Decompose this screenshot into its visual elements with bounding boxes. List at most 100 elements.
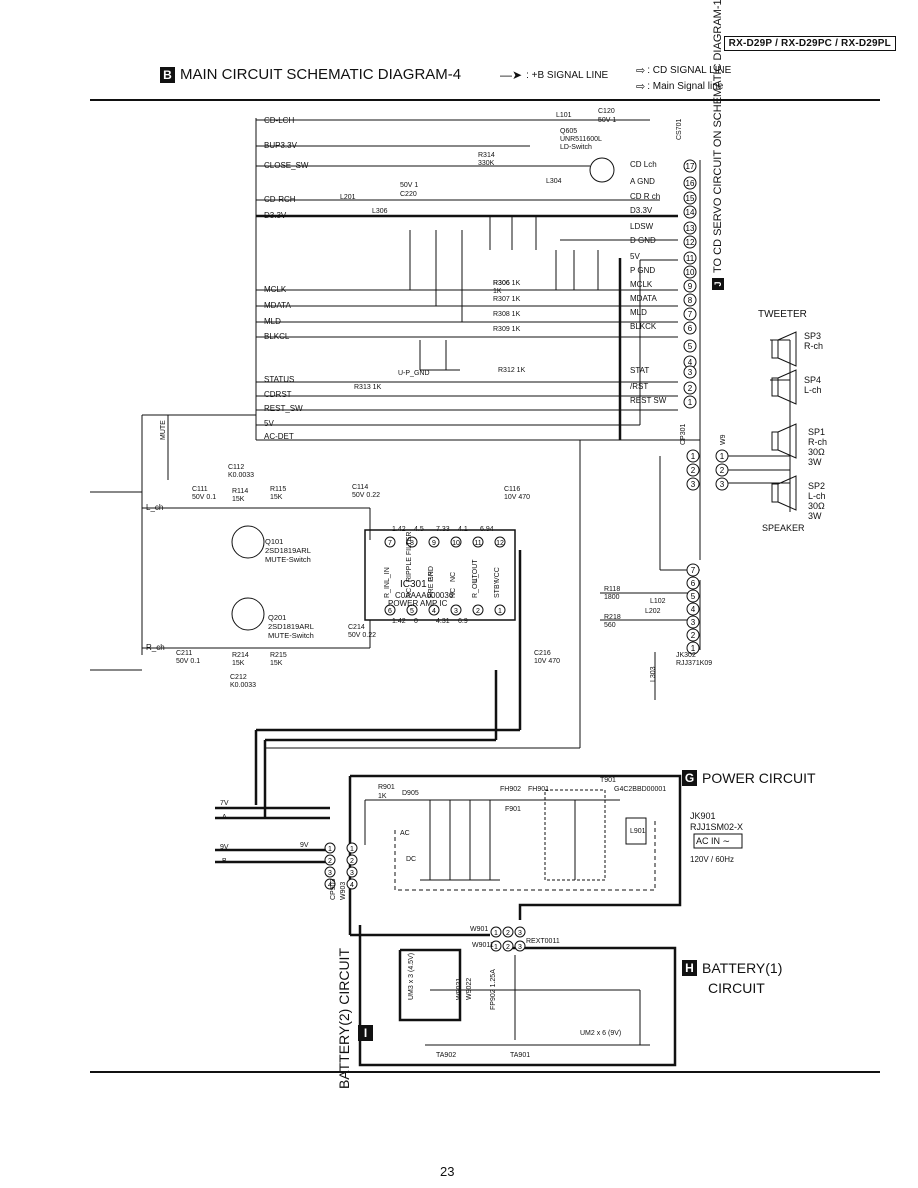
cd-pin-6 (683, 321, 697, 335)
cd-pin-10-number: 10 (686, 268, 695, 277)
c214-label-1: 50V 0.22 (348, 632, 377, 639)
ac-in-label: AC IN ∼ (696, 836, 731, 846)
cd-pin-11-number: 11 (686, 254, 695, 263)
ic301-pin-5-number: 5 (410, 608, 414, 615)
r306-label-1: 1K (493, 288, 502, 295)
ic301-pin-1 (494, 604, 506, 616)
diagram-title: B MAIN CIRCUIT SCHEMATIC DIAGRAM-4 (160, 66, 461, 83)
sp4-label-0: SP4 (804, 375, 822, 385)
r309-text: R309 1K (493, 326, 521, 333)
ic301-pin-10-number: 10 (452, 540, 460, 547)
cd-pin-3 (683, 365, 697, 379)
c212-label-0: C212 (230, 674, 247, 681)
rail-9v-label: 9V (220, 844, 229, 851)
w903-pin-4-number: 4 (350, 882, 354, 889)
legend-cd-signal: ⇨ : CD SIGNAL LINE (636, 65, 732, 77)
cd-pin-8-number: 8 (688, 296, 693, 305)
t901-part-label: G4C2BBD00001 (614, 786, 667, 793)
c112-label-1: K0.0033 (228, 472, 255, 479)
c211-label-0: C211 (176, 650, 193, 657)
sp4-label-1: L-ch (804, 385, 822, 395)
cd-pin-9-number: 9 (688, 282, 693, 291)
jk901-label-0: JK901 (690, 811, 716, 821)
w903-pin-2 (346, 854, 358, 866)
cd-pin-label-16: A GND (630, 177, 655, 186)
r115-label-1: 15K (270, 494, 283, 501)
net-label-10: CDRST (264, 390, 292, 399)
legend-plus-b: —➤ : +B SIGNAL LINE (500, 68, 609, 82)
cd-pin-14-number: 14 (686, 208, 695, 217)
cd-pin-6-number: 6 (688, 324, 693, 333)
w9011-pin-1-number: 1 (494, 944, 498, 951)
l201-label: L201 (340, 194, 356, 201)
ic301-pin-2-number: 2 (476, 608, 480, 615)
ic301-pin-12 (494, 536, 506, 548)
sp1-label-3: 3W (808, 457, 822, 467)
net-label-1: BUP3.3V (264, 141, 297, 150)
section-badge-j: J (712, 278, 724, 290)
r218-label-0: R218 (604, 614, 621, 621)
cp903-pin-2-number: 2 (328, 858, 332, 865)
r306-text: R306 1K (493, 280, 521, 287)
w9022-label: W9022 (466, 977, 473, 1000)
r114-label-1: 15K (232, 496, 245, 503)
cd-pin-16-number: 16 (686, 179, 695, 188)
rext-label: REXT0011 (526, 938, 560, 945)
cd-pin-15-number: 15 (686, 194, 695, 203)
d905-label: D905 (402, 790, 419, 797)
c120-label-0: C120 (598, 108, 615, 115)
c220-label-0: 50V 1 (400, 182, 419, 189)
cd-servo-target-label: J TO CD SERVO CIRCUIT ON SCHEMATIC DIAGR… (712, 0, 724, 290)
ic301-pin-8 (406, 536, 418, 548)
lch-label: L_ch (146, 503, 164, 512)
speaker-wiring (600, 331, 797, 700)
r901-label-1: 1K (378, 793, 387, 800)
q605-label-1: UNR511600L (560, 136, 602, 143)
cp301-pin-1-number: 1 (691, 452, 696, 461)
l901-label: L901 (630, 828, 646, 835)
c112-label-0: C112 (228, 464, 245, 471)
cd-pin-8 (683, 293, 697, 307)
w901-pin-1 (490, 926, 502, 938)
w903-pin-2-number: 2 (350, 858, 354, 865)
sp1-label-0: SP1 (808, 427, 826, 437)
mute-label: MUTE (160, 420, 167, 440)
power-frame (215, 774, 682, 1067)
w9-pin-1 (715, 449, 729, 463)
r312-text: R312 1K (498, 367, 526, 374)
sp2-label-2: 30Ω (808, 501, 825, 511)
battery2-title: BATTERY(2) CIRCUIT (336, 948, 352, 1090)
ic-v-top-4: 6.94 (480, 526, 494, 533)
w903-pin-1-number: 1 (350, 846, 354, 853)
rail-a-label: A (222, 814, 227, 821)
cd-pin-label-10: P GND (630, 266, 656, 275)
cd-pin-17 (683, 159, 697, 173)
r306-label-0: R306 (493, 280, 510, 287)
q101-label-1: 2SD1819ARL (265, 546, 311, 555)
jk302-pin-2 (686, 628, 700, 642)
w903-pin-3 (346, 866, 358, 878)
cd-pin-label-13: LDSW (630, 222, 654, 231)
w9011-label: W9011 (472, 942, 494, 949)
l306-label: L306 (372, 208, 388, 215)
cp301-pin-1 (686, 449, 700, 463)
q101-label-2: MUTE-Switch (265, 555, 311, 564)
dc-switch-label: DC (406, 856, 417, 863)
l101-label: L101 (556, 112, 572, 119)
c111-label-1: 50V 0.1 (192, 494, 217, 501)
jk302-pin-1-number: 1 (691, 644, 696, 653)
w9011-pin-2-number: 2 (506, 944, 510, 951)
jk302-pin-7-number: 7 (691, 566, 696, 575)
cp903-pin-2 (324, 854, 336, 866)
w9-label: W9 (720, 434, 727, 446)
jk302-pin-6-number: 6 (691, 579, 696, 588)
cp903-label: CP903 (330, 878, 337, 900)
c214-label-0: C214 (348, 624, 365, 631)
r218-label-1: 560 (604, 622, 616, 629)
l304-label: L304 (546, 178, 562, 185)
cd-pin-5-number: 5 (688, 342, 693, 351)
w901-pin-3 (514, 926, 526, 938)
cd-pin-3-number: 3 (688, 368, 693, 377)
cd-interface-block (255, 118, 701, 441)
